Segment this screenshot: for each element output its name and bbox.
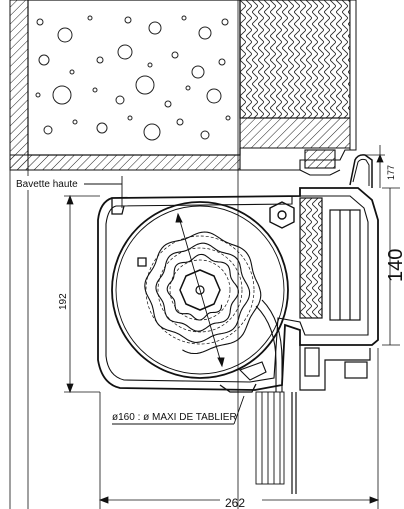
slat-ring [169,259,231,321]
aggregate-pebble [135,75,155,95]
aggregate-pebble [143,123,161,141]
axle-hexagon [269,201,295,229]
aggregate-pebble [124,16,132,24]
aggregate-pebble [96,56,104,64]
diameter-leader [112,395,245,425]
aggregate-pebble [92,87,98,93]
aggregate-pebble [43,125,53,135]
rolled-slats [144,231,262,355]
dimension-height-left: 192 [58,293,69,310]
aggregate-pebble [225,115,231,121]
window-frame-lower [291,392,297,494]
diameter-arrow [175,212,225,368]
aggregate-pebble [198,26,212,40]
aggregate-pebble [171,51,179,59]
dimension-width-bottom: 262 [225,496,245,509]
slat-ring [157,247,243,333]
aggregate-pebble [117,44,133,60]
lintel-profile [239,148,356,176]
aggregate-pebble [147,62,153,68]
diameter-label: ø160 : ø MAXI DE TABLIER [112,412,237,423]
aggregate-pebble [181,15,187,21]
aggregate-pebble [35,92,41,98]
shutter-curtain-down [255,391,285,485]
aggregate-pebble [127,115,133,121]
aggregate-pebble [191,65,205,79]
shutter-box-housing [97,187,379,393]
aggregate-pebble [69,69,75,75]
roller-tube [111,201,289,379]
aggregate-pebble [87,15,93,21]
aggregate-pebble [38,54,50,66]
side-profile [299,209,371,391]
aggregate-pebble [164,100,172,108]
dimension-height-top-right: 177 [386,165,396,180]
insulation-panel [239,0,357,151]
slat-ring [145,235,255,345]
shutter-curtain-exit [239,299,283,392]
aggregate-pebble [148,21,162,35]
dimension-height-right: 140 [385,249,404,282]
concrete-aggregate [35,15,231,141]
aggregate-pebble [221,18,229,26]
aggregate-pebble [218,58,226,66]
dimension-lines [64,145,400,509]
aggregate-pebble [200,130,210,140]
box-insulation-column [299,197,323,319]
upper-right-cap [349,154,373,188]
aggregate-pebble [57,27,73,43]
aggregate-pebble [206,88,222,104]
aggregate-pebble [185,85,191,91]
vertical-reference-lines [9,0,239,509]
aggregate-pebble [176,118,184,126]
aggregate-pebble [96,122,108,134]
masonry-wall [9,0,241,171]
aggregate-pebble [72,119,78,125]
bavette-label: Bavette haute [16,179,78,190]
bavette-label-bg [14,176,84,190]
aggregate-pebble [36,18,44,26]
bavette-leader [84,176,123,208]
concrete-block [27,0,241,156]
aggregate-pebble [52,85,72,105]
slat-spiral [144,231,262,355]
aggregate-pebble [115,95,125,105]
